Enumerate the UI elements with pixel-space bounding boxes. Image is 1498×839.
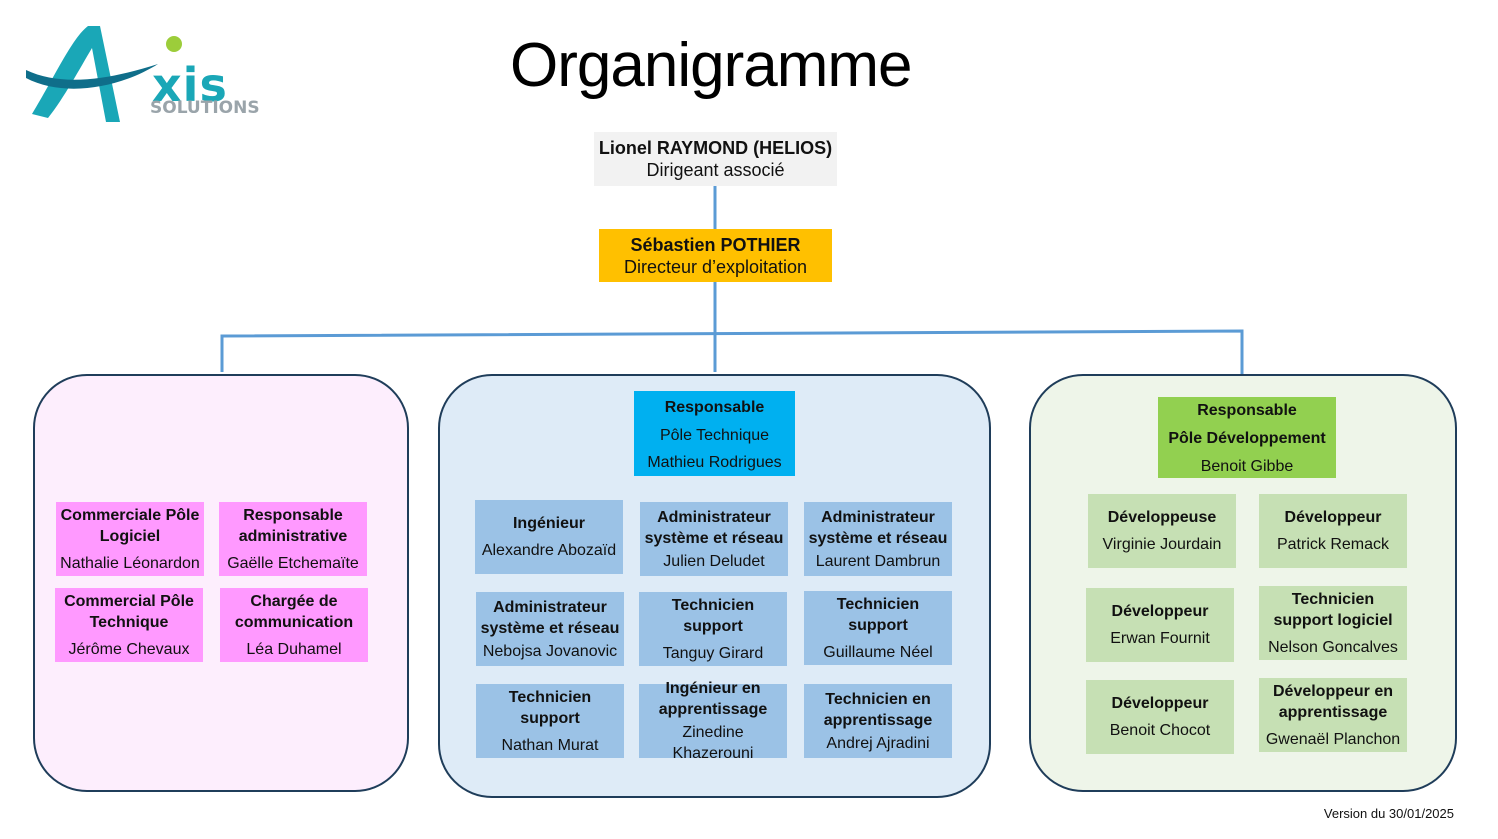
- member-role: Développeur: [1111, 603, 1209, 620]
- tech-head-name: Mathieu Rodrigues: [647, 454, 782, 471]
- member-name: Guillaume Néel: [823, 643, 933, 661]
- tech-member-box: Technicien support Nathan Murat: [476, 684, 624, 758]
- member-role: Technicien support: [671, 596, 755, 635]
- member-role: Commercial Pôle Technique: [64, 592, 194, 631]
- dev-head-role-line1: Responsable: [1197, 402, 1297, 419]
- tech-member-box: Administrateur système et réseau Nebojsa…: [476, 592, 624, 666]
- director-role: Dirigeant associé: [646, 160, 785, 180]
- member-role: Ingénieur en apprentissage: [658, 680, 768, 718]
- admin-panel: [33, 374, 409, 792]
- logo-a-icon: [26, 26, 180, 122]
- admin-member-box: Responsable administrative Gaëlle Etchem…: [219, 502, 367, 576]
- director-name: Lionel RAYMOND (HELIOS): [598, 138, 833, 158]
- tech-head-role-line1: Responsable: [664, 399, 765, 416]
- version-label: Version du 30/01/2025: [1323, 806, 1454, 821]
- member-name: Gaëlle Etchemaïte: [227, 554, 359, 572]
- member-role: Développeur: [1284, 509, 1382, 526]
- dev-member-box: Développeuse Virginie Jourdain: [1088, 494, 1236, 568]
- member-name: Andrej Ajradini: [826, 734, 930, 752]
- admin-member-box: Chargée de communication Léa Duhamel: [220, 588, 368, 662]
- manager-box: Sébastien POTHIER Directeur d’exploitati…: [599, 229, 832, 282]
- member-name: Laurent Dambrun: [815, 552, 941, 570]
- dev-head-box: Responsable Pôle Développement Benoit Gi…: [1158, 397, 1336, 478]
- member-role: Développeur en apprentissage: [1272, 682, 1394, 721]
- member-name: Alexandre Abozaïd: [481, 542, 617, 559]
- member-name: Patrick Remack: [1276, 536, 1390, 553]
- member-role: Technicien support: [836, 595, 920, 634]
- member-name: Nathalie Léonardon: [60, 554, 200, 572]
- logo-dot-icon: [166, 36, 182, 52]
- tech-member-box: Ingénieur Alexandre Abozaïd: [475, 500, 623, 574]
- tech-member-box: Ingénieur en apprentissage Zinedine Khaz…: [639, 680, 787, 762]
- member-name: Léa Duhamel: [246, 640, 342, 658]
- company-logo: xis SOLUTIONS: [24, 18, 260, 126]
- logo-subtitle: SOLUTIONS: [150, 98, 260, 118]
- member-name: Zinedine Khazerouni: [672, 724, 754, 762]
- logo-wordmark: xis: [152, 58, 228, 112]
- member-name: Julien Deludet: [663, 552, 765, 570]
- member-role: Administrateur système et réseau: [644, 508, 784, 547]
- member-name: Benoit Chocot: [1109, 722, 1211, 739]
- member-name: Nebojsa Jovanovic: [482, 642, 618, 660]
- dev-member-box: Développeur Patrick Remack: [1259, 494, 1407, 568]
- tech-member-box: Technicien support Guillaume Néel: [804, 591, 952, 665]
- admin-member-box: Commerciale Pôle Logiciel Nathalie Léona…: [56, 502, 204, 576]
- member-name: Erwan Fournit: [1110, 630, 1210, 647]
- tech-member-box: Administrateur système et réseau Julien …: [640, 502, 788, 576]
- member-name: Gwenaël Planchon: [1265, 730, 1401, 748]
- tech-member-box: Administrateur système et réseau Laurent…: [804, 502, 952, 576]
- member-role: Technicien support: [508, 688, 592, 727]
- connector-branches: [220, 329, 1244, 374]
- dev-member-box: Développeur en apprentissage Gwenaël Pla…: [1259, 678, 1407, 752]
- manager-name: Sébastien POTHIER: [630, 234, 801, 255]
- member-role: Développeur: [1111, 695, 1209, 712]
- member-role: Ingénieur: [512, 515, 585, 532]
- member-name: Jérôme Chevaux: [68, 640, 190, 658]
- dev-member-box: Développeur Erwan Fournit: [1086, 588, 1234, 662]
- member-name: Nelson Goncalves: [1268, 638, 1398, 656]
- member-name: Nathan Murat: [501, 736, 599, 754]
- manager-role: Directeur d’exploitation: [623, 256, 808, 277]
- member-role: Chargée de communication: [234, 592, 354, 631]
- director-box: Lionel RAYMOND (HELIOS) Dirigeant associ…: [594, 132, 837, 186]
- member-role: Technicien support logiciel: [1273, 590, 1393, 629]
- connector-lines: [220, 186, 1244, 374]
- member-role: Administrateur système et réseau: [480, 598, 620, 637]
- member-name: Virginie Jourdain: [1102, 536, 1222, 553]
- member-role: Administrateur système et réseau: [808, 508, 948, 547]
- tech-head-role-line2: Pôle Technique: [659, 427, 770, 444]
- dev-head-role-line2: Pôle Développement: [1168, 430, 1326, 447]
- tech-head-box: Responsable Pôle Technique Mathieu Rodri…: [634, 391, 795, 476]
- admin-member-box: Commercial Pôle Technique Jérôme Chevaux: [55, 588, 203, 662]
- tech-member-box: Technicien support Tanguy Girard: [639, 592, 787, 666]
- member-role: Commerciale Pôle Logiciel: [60, 506, 200, 545]
- member-role: Technicien en apprentissage: [823, 690, 933, 729]
- member-role: Responsable administrative: [238, 506, 348, 545]
- tech-member-box: Technicien en apprentissage Andrej Ajrad…: [804, 684, 952, 758]
- member-name: Tanguy Girard: [662, 644, 764, 662]
- dev-member-box: Développeur Benoit Chocot: [1086, 680, 1234, 754]
- dev-member-box: Technicien support logiciel Nelson Gonca…: [1259, 586, 1407, 660]
- page-title: Organigramme: [510, 31, 912, 100]
- dev-head-name: Benoit Gibbe: [1200, 458, 1294, 475]
- member-role: Développeuse: [1107, 509, 1217, 526]
